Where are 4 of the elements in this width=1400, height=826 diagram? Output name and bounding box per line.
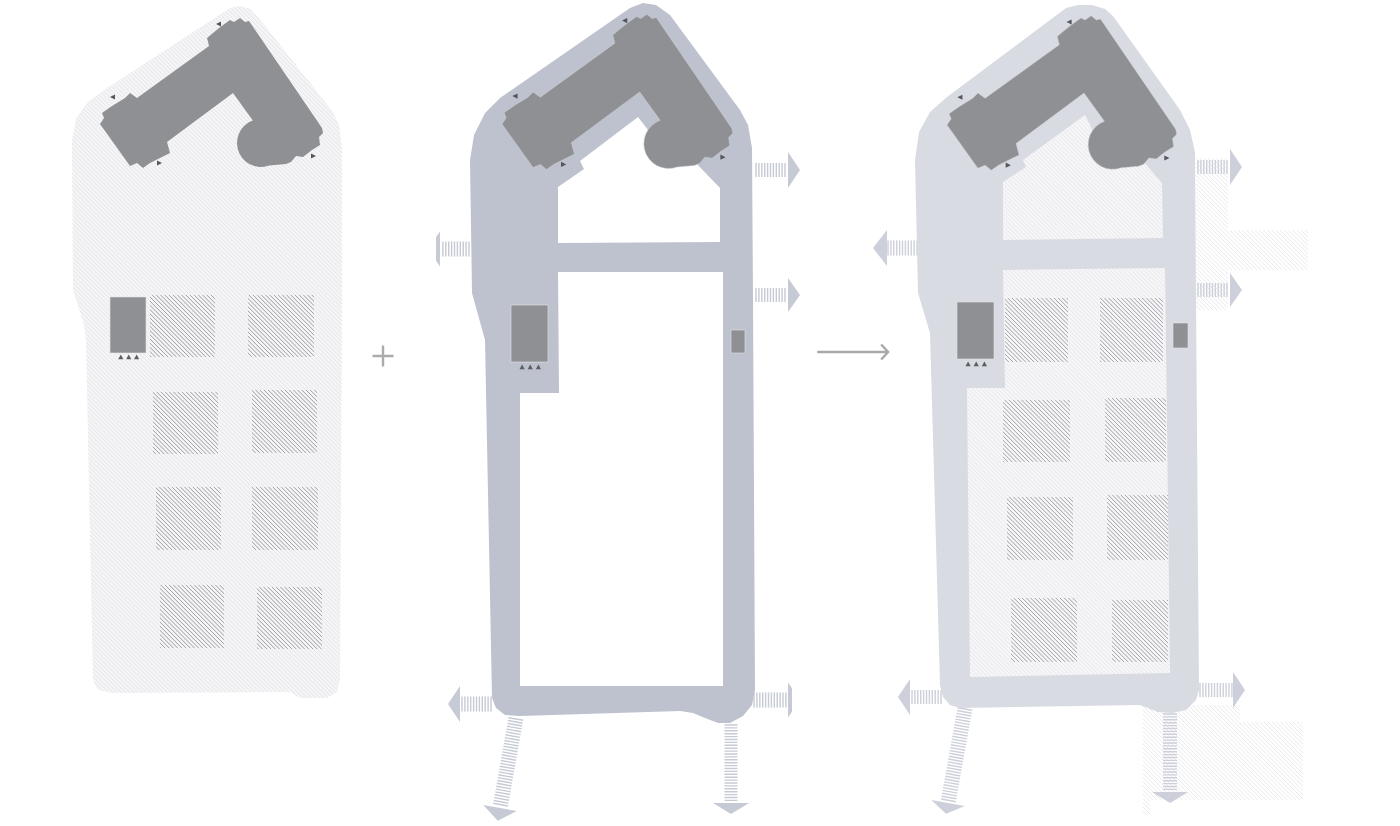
site-plan-drawing — [72, 6, 342, 698]
arrow — [817, 343, 890, 361]
combined-plan-drawing — [873, 5, 1308, 815]
circulation-plan-drawing — [436, 3, 800, 821]
